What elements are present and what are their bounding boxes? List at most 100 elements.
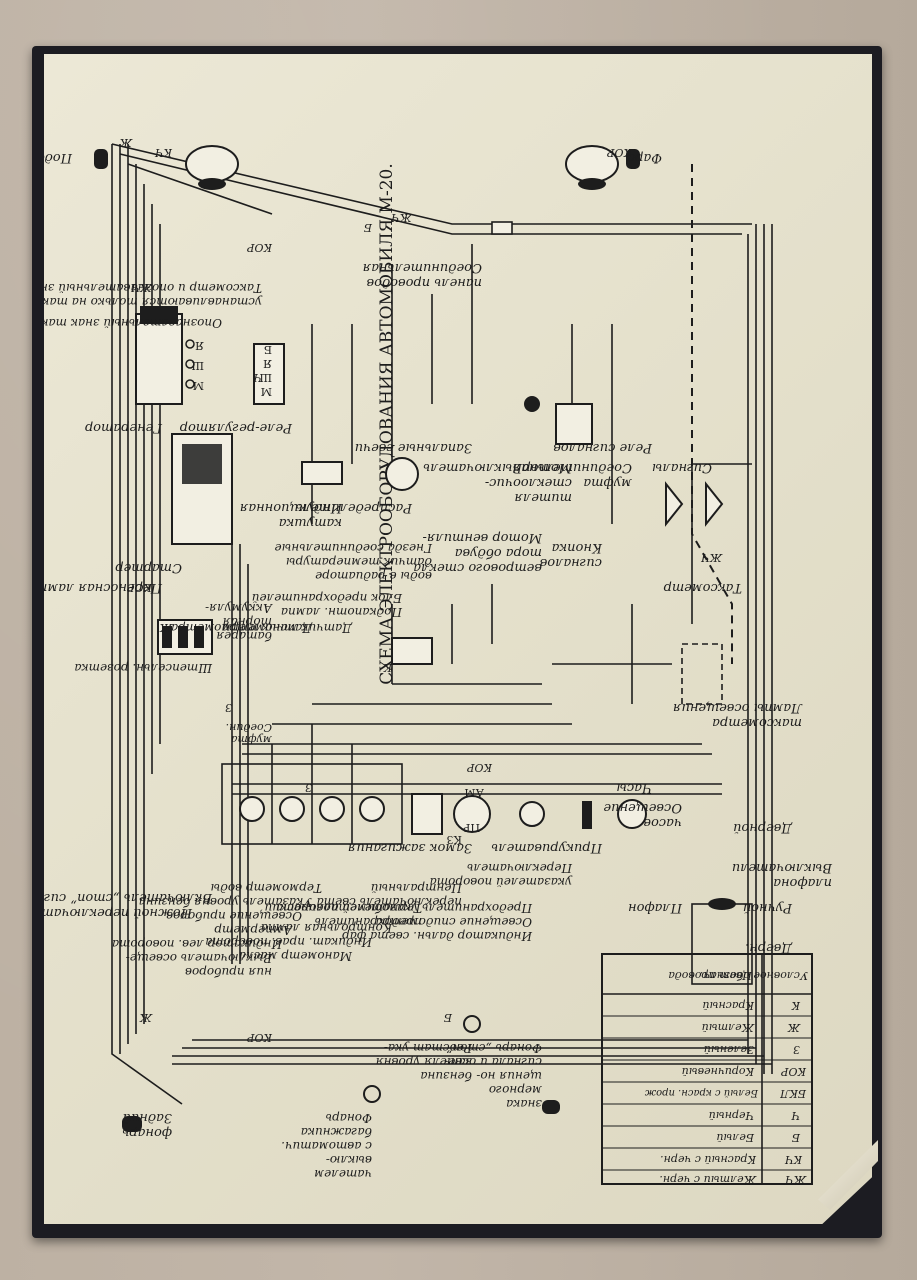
legend-color: Желтый с черн. <box>659 1173 757 1186</box>
label-gnezda-2: датчик температуры <box>286 555 432 569</box>
label-soed-panel-2: панель проводов <box>367 275 482 290</box>
label-vykl-osv-2: ния приборов <box>185 965 272 979</box>
wire-code: Ж <box>139 1011 153 1024</box>
label-rozetka: Штепсельн. розетка <box>74 661 213 675</box>
label-osv-chasov-2: часов <box>643 815 682 830</box>
wiring-harness <box>111 143 773 1105</box>
label-lampy-1: Лампы освещения <box>673 700 803 715</box>
gen-terminal-m: М <box>193 379 204 392</box>
headlight-right <box>565 145 619 190</box>
legend-code: Ж <box>787 1021 801 1034</box>
wire-code: Б <box>364 221 373 234</box>
label-lampy-2: таксометра <box>712 715 802 730</box>
label-knopka-1: Кнопка <box>552 540 603 555</box>
diagram-content: СХЕМА ЭЛЕКТРООБОРУДОВАНИЯ АВТОМОБИЛЯ М-2… <box>44 136 833 1186</box>
label-svechi: Запальные свечи <box>355 440 472 455</box>
label-bagazh-1: Фонарь <box>326 1111 372 1125</box>
label-soed-mufta-2: муфта <box>583 475 632 490</box>
wire-code: ЖЧ <box>391 211 413 224</box>
gen-terminal-ya: Я <box>195 339 204 352</box>
label-vykl-osv-1: Выключатель освеще- <box>126 951 273 965</box>
legend-code: КЧ <box>784 1153 803 1166</box>
label-stop-4: мерного <box>489 1083 542 1097</box>
label-pereklyuchatel-2: указателей поворота <box>430 875 573 889</box>
label-osv-chasov-1: Освещение <box>603 800 682 815</box>
label-gnezda-3: воды в радиаторе <box>315 569 432 583</box>
legend-code: БКЛ <box>779 1087 807 1100</box>
taxi-dashed-wire <box>691 164 733 664</box>
label-taksometr-note-1: Таксометр и опознавательный знак <box>44 281 262 295</box>
rele-terminal-sh: Ш <box>259 371 272 384</box>
label-manometr: Манометр масла <box>239 949 353 963</box>
rele-terminal-m: М <box>261 385 272 398</box>
turn-switch-symbol <box>519 801 545 827</box>
legend-header-color: Цвет провода <box>668 969 752 982</box>
label-ruchnoi: Ручной <box>743 900 793 915</box>
wire-code: Б <box>444 1011 453 1024</box>
label-nozhnoy: Ножной переключатель света <box>44 905 193 920</box>
parking-light-right <box>626 149 640 169</box>
legend-code: ЖЧ <box>785 1173 807 1186</box>
label-vykl-plafona-1: Выключатели <box>732 860 833 875</box>
legend-code: Б <box>792 1131 801 1144</box>
legend-color: Красный с черн. <box>660 1153 757 1166</box>
label-termobi-2: предохранитель <box>315 915 422 929</box>
label-ukazatel-benzina: Указатель уровня бензина <box>139 895 312 909</box>
label-chasy: Часы <box>616 780 652 795</box>
junction-panel-symbol <box>491 221 513 235</box>
label-centr-1: Центральный <box>371 881 462 895</box>
label-predohr-3: Индикатор дальн. света фар <box>342 929 533 943</box>
coil-symbol <box>301 461 343 485</box>
wire-code-labels: Ж КЧ КОР Ч Б З К ЖЧ КОР КОР Ж ЖЧ КОР ЖЧ … <box>119 136 723 1044</box>
rear-light-right-symbol <box>542 1100 560 1114</box>
label-stop-2: сигнала и осве- <box>444 1055 542 1069</box>
wire-code: К <box>383 661 393 674</box>
label-vykl-plafona-2: плафона <box>773 875 832 890</box>
label-motor-3: тителя <box>514 490 572 505</box>
trunk-lamp-symbol <box>363 1085 381 1103</box>
wire-code: З <box>225 701 232 714</box>
terminal-labels: М Ш Я М Ш Я Б АМ КЗ ПР <box>191 339 484 846</box>
generator-symbol <box>135 306 195 405</box>
component-labels: Подфарник Фара Соединительная панель про… <box>44 150 833 1181</box>
label-kontrolnaya: Контрольная лампа <box>261 921 393 935</box>
label-ventil-3: ветрового стекла <box>413 560 542 575</box>
wire-color-legend: Условное обознач. Цвет провода К Красный… <box>601 953 813 1186</box>
label-prikurivatel: Прикуриватель <box>491 840 603 855</box>
wiper-switch-symbol <box>524 396 540 412</box>
clock-symbol <box>617 799 647 829</box>
label-reostat-3: бензина <box>420 1069 472 1083</box>
label-soed-small-1: Соедин. <box>226 721 272 734</box>
wire-code: КОР <box>246 241 273 254</box>
legend-header-code: Условное обознач. <box>700 969 808 982</box>
wire-code: ЖЧ <box>701 551 723 564</box>
headlight-left <box>185 145 239 190</box>
parking-light-left <box>94 149 108 169</box>
wire-code: Ж <box>159 621 173 634</box>
legend-color: Черный <box>709 1109 754 1122</box>
distributor-symbol <box>385 457 419 491</box>
label-knopka-2: сигналов <box>540 555 602 570</box>
label-opoznavatelny: Опознавательный знак такси <box>44 316 222 330</box>
label-rele-signalov: Реле сигналов <box>553 440 653 455</box>
light-switch-symbol <box>411 793 443 835</box>
regulator-symbol <box>253 343 285 405</box>
label-akkum-2: торная <box>223 615 272 629</box>
label-soed-small-2: муфта <box>231 733 272 746</box>
zamok-terminal-pr: ПР <box>462 821 480 834</box>
label-perenosnaya: Переносная лампа <box>44 580 163 595</box>
label-indikator-lev: Индикатор лев. поворота <box>112 937 283 951</box>
label-induktsionnaya-2: катушка <box>279 515 342 530</box>
label-datchik-termometra: Датчик термометра <box>171 621 313 635</box>
zamok-terminal-kz: КЗ <box>446 833 462 846</box>
legend-code: КОР <box>780 1065 807 1078</box>
label-bagazh-4: выклю- <box>326 1153 372 1167</box>
cigarette-lighter-symbol <box>582 801 592 829</box>
label-taksometr: Таксометр <box>663 580 742 595</box>
label-pereklyuchatel-1: Переключатель <box>467 861 573 875</box>
label-starter: Стартер <box>115 560 182 575</box>
taximeter-box <box>681 643 723 705</box>
label-stop-5: знака <box>506 1097 542 1111</box>
label-taksometr-note-2: устанавливаются только на такси <box>44 295 263 309</box>
legend-color: Красный <box>702 999 755 1012</box>
